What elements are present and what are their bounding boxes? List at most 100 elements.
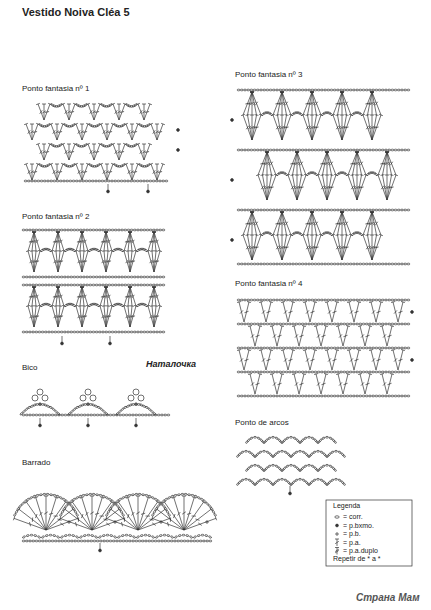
double-crochet-slash <box>365 335 369 336</box>
double-crochet-slash <box>285 222 287 226</box>
double-crochet <box>312 212 317 235</box>
chain-stitch <box>147 123 150 126</box>
double-crochet-bar <box>324 373 328 375</box>
chain-stitch <box>240 347 243 349</box>
double-crochet <box>119 144 125 160</box>
chain-stitch <box>388 89 391 91</box>
double-crochet-slash <box>253 102 256 105</box>
double-crochet <box>372 92 381 115</box>
double-crochet <box>32 306 34 327</box>
chain-stitch <box>253 395 256 397</box>
double-crochet <box>332 350 337 370</box>
double-crochet-bar <box>49 123 53 124</box>
chain-stitch <box>372 149 375 151</box>
chain-stitch <box>381 371 384 373</box>
double-crochet-bar <box>269 301 273 303</box>
chain-stitch <box>397 299 400 301</box>
double-crochet <box>26 124 32 140</box>
chain-stitch <box>260 149 263 151</box>
chain-stitch <box>343 323 346 325</box>
chain-stitch <box>388 149 391 151</box>
chain-stitch <box>143 331 146 333</box>
double-crochet <box>310 302 315 322</box>
double-crochet-bar <box>36 143 40 144</box>
double-crochet-slash <box>127 315 130 318</box>
chain-stitch <box>98 229 101 231</box>
double-crochet-bar <box>325 152 329 153</box>
chain-stitch <box>114 229 117 231</box>
chain-stitch <box>247 347 250 349</box>
chain-stitch <box>237 299 240 301</box>
chain-stitch <box>333 149 336 151</box>
chain-stitch <box>38 229 41 231</box>
double-crochet-bar <box>42 144 46 145</box>
chain-stitch <box>362 323 365 325</box>
chain-stitch <box>53 180 56 182</box>
chain-stitch <box>136 180 139 182</box>
double-crochet <box>94 144 100 160</box>
double-crochet-slash <box>340 126 344 128</box>
chain-stitch <box>324 347 327 349</box>
double-crochet-bar <box>148 103 152 104</box>
double-crochet-bar <box>303 301 307 303</box>
chain-stitch <box>127 180 130 182</box>
chain-stitch <box>35 331 38 333</box>
chain-stitch <box>324 299 327 301</box>
chain-stitch <box>285 371 288 373</box>
double-crochet <box>243 115 252 140</box>
double-crochet <box>132 124 138 140</box>
chain-stitch <box>384 323 387 325</box>
double-crochet-bar <box>401 349 405 351</box>
chain-stitch <box>327 371 330 373</box>
chain-stitch <box>304 149 307 151</box>
double-crochet <box>393 350 398 370</box>
chain-stitch <box>352 347 355 349</box>
chain-stitch <box>263 149 266 151</box>
chain-stitch <box>127 229 130 231</box>
double-crochet-bar <box>104 286 108 287</box>
chain-stitch <box>79 276 82 278</box>
chain-stitch <box>384 149 387 151</box>
double-crochet <box>124 287 130 306</box>
double-crochet-slash <box>350 358 353 361</box>
double-crochet-bar <box>259 349 263 351</box>
chain-stitch <box>247 395 250 397</box>
double-crochet-bar <box>369 349 373 351</box>
chain-stitch <box>89 331 92 333</box>
double-crochet <box>332 302 337 322</box>
double-crochet-bar <box>335 301 339 303</box>
chain-stitch <box>349 347 352 349</box>
slip-stitch <box>147 190 150 193</box>
double-crochet-slash <box>90 110 93 114</box>
double-crochet <box>333 235 342 260</box>
chain-stitch <box>311 323 314 325</box>
chain-stitch <box>346 371 349 373</box>
chain-stitch <box>102 284 105 286</box>
chain-stitch <box>240 209 243 211</box>
chain-stitch <box>159 331 162 333</box>
chain-stitch <box>333 209 336 211</box>
chain-stitch <box>400 209 403 211</box>
double-crochet <box>288 350 293 370</box>
double-crochet-slash <box>270 162 272 166</box>
chain-stitch <box>372 371 375 373</box>
double-crochet-slash <box>284 310 287 313</box>
chain-stitch <box>336 347 339 349</box>
double-crochet-bar <box>357 301 361 303</box>
double-crochet-bar <box>237 349 241 351</box>
chain-stitch <box>336 371 339 373</box>
double-crochet <box>363 92 372 115</box>
chain-stitch <box>282 149 285 151</box>
chain-stitch <box>356 347 359 349</box>
double-crochet <box>32 251 34 272</box>
chain-stitch <box>266 149 269 151</box>
double-crochet-slash <box>105 131 109 133</box>
chain-stitch <box>304 263 307 265</box>
double-crochet-bar <box>152 231 156 232</box>
chain-stitch <box>336 323 339 325</box>
chain-stitch <box>352 323 355 325</box>
double-crochet-slash <box>314 247 318 248</box>
chain-stitch <box>156 331 159 333</box>
chain-stitch <box>330 299 333 301</box>
double-crochet-slash <box>253 222 256 225</box>
